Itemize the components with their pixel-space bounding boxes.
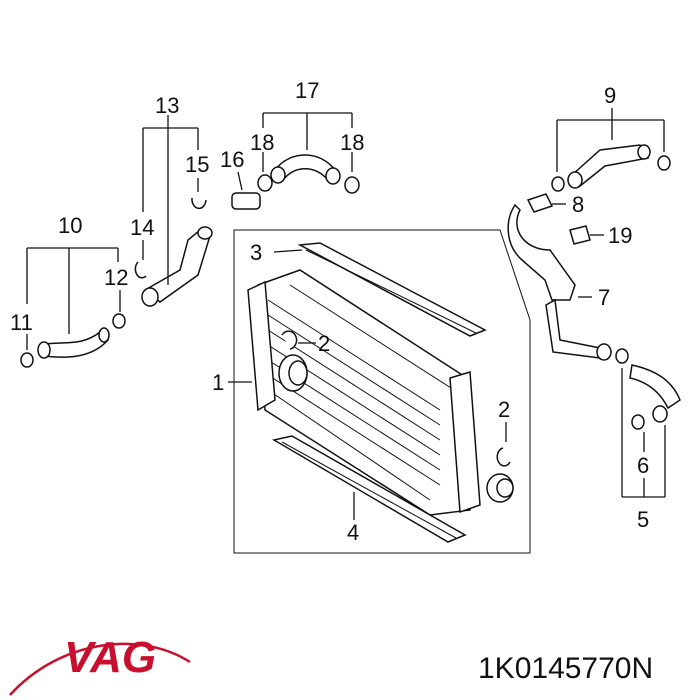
callout-6: 6	[637, 453, 649, 478]
top-hose-group	[231, 112, 360, 210]
callout-9: 9	[604, 83, 616, 108]
callout-3: 3	[250, 240, 262, 265]
vag-logo: VAG	[9, 633, 191, 696]
part-number: 1K0145770N	[478, 652, 653, 685]
callout-13: 13	[155, 93, 179, 118]
callout-19: 19	[608, 223, 632, 248]
lower-seal-strip	[271, 435, 467, 543]
callout-18-right: 18	[340, 130, 364, 155]
callout-10: 10	[58, 213, 82, 238]
upper-left-hose-group	[134, 115, 213, 307]
left-hose-group	[20, 247, 126, 368]
right-pipe-group	[507, 108, 681, 498]
callout-5: 5	[637, 507, 649, 532]
intercooler-assembly	[228, 229, 531, 554]
callout-11: 11	[10, 310, 33, 335]
logo-text: VAG	[64, 633, 156, 682]
callout-17: 17	[295, 78, 319, 103]
callout-2-lower: 2	[498, 397, 510, 422]
callout-8: 8	[572, 192, 584, 217]
clip-upper	[281, 330, 316, 350]
callout-14: 14	[130, 215, 154, 240]
upper-seal-strip	[273, 242, 487, 337]
callout-18-left: 18	[250, 130, 274, 155]
callout-2-upper: 2	[318, 331, 330, 356]
callout-7: 7	[598, 285, 610, 310]
callout-16: 16	[220, 147, 244, 172]
callout-labels: 1 2 2 3 4 5 6 7 8 9 10 11 12 13 14 15 16…	[10, 78, 649, 545]
logo-swoosh	[9, 642, 191, 696]
callout-15: 15	[185, 152, 209, 177]
callout-1: 1	[212, 370, 224, 395]
callout-4: 4	[347, 520, 359, 545]
clip-lower	[496, 422, 511, 467]
callout-12: 12	[104, 265, 128, 290]
